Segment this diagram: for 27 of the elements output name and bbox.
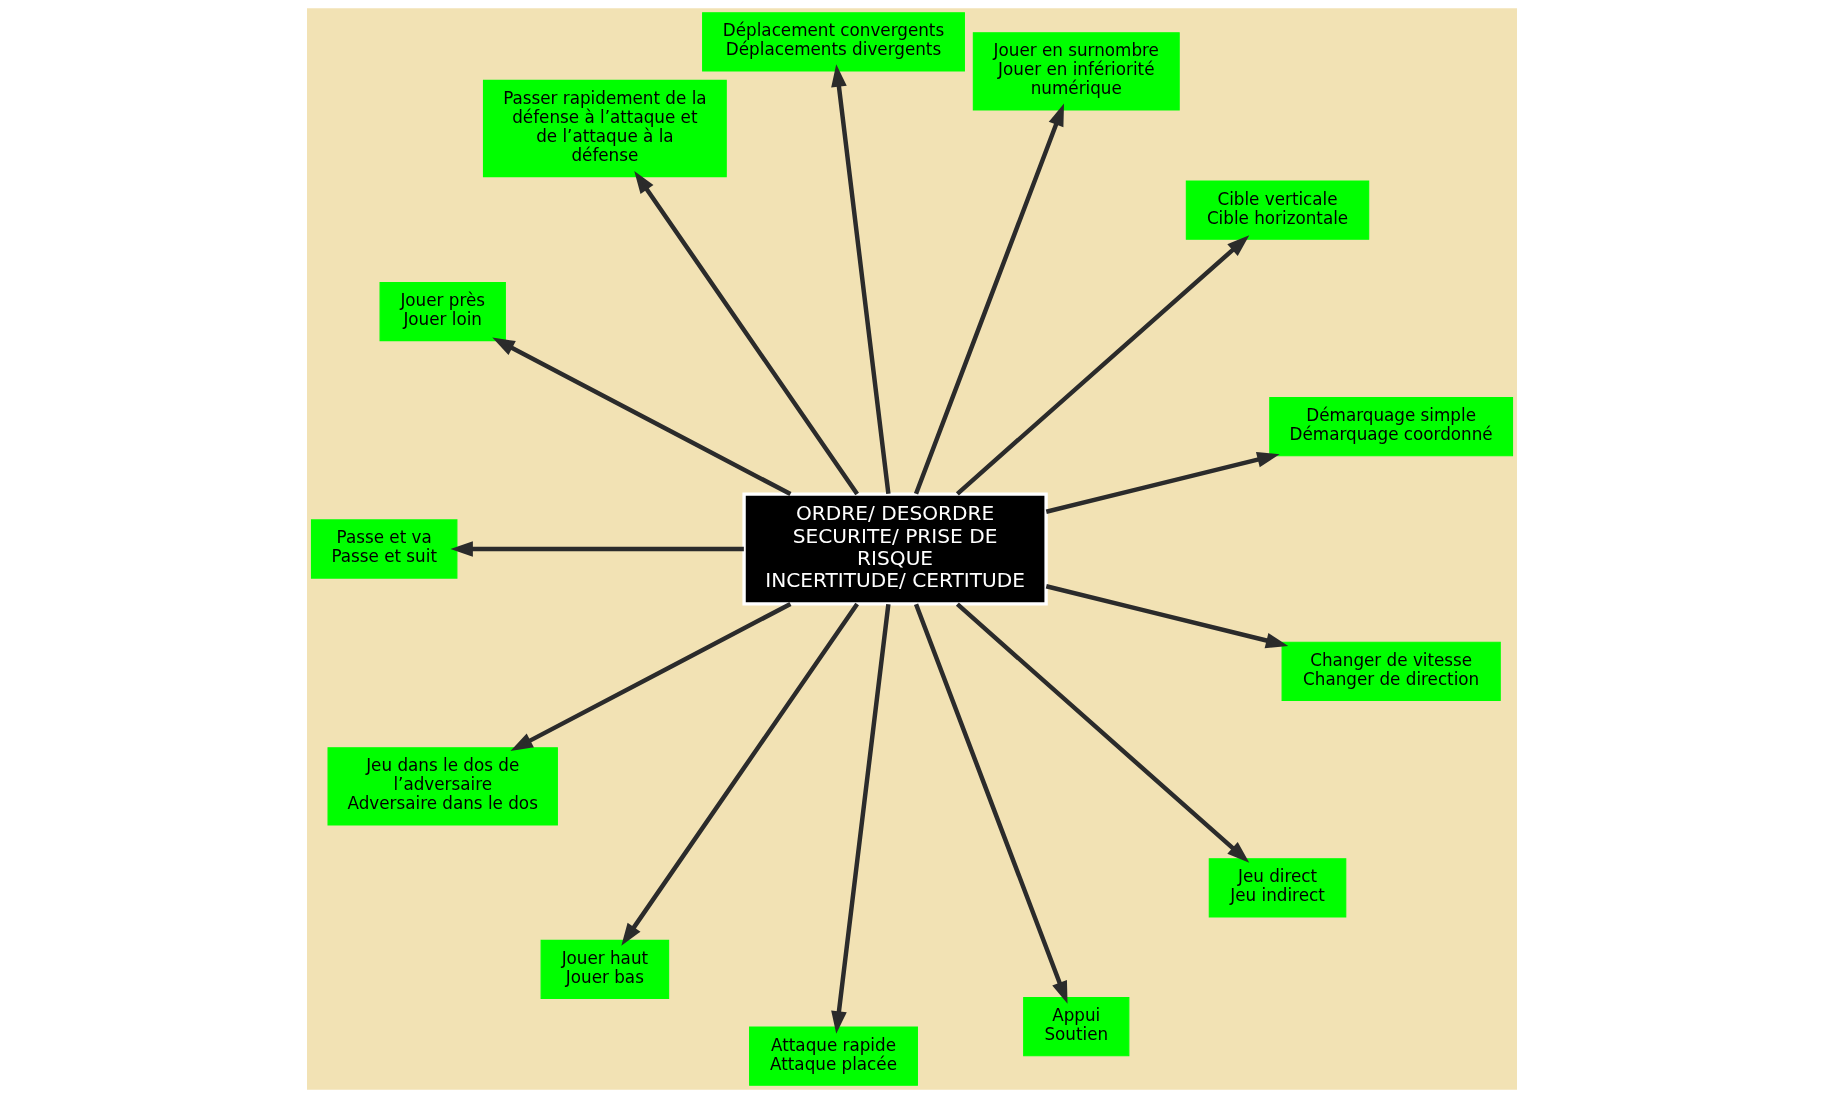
arrow xyxy=(491,337,791,497)
node-box: Changer de vitesse Changer de direction xyxy=(1281,641,1501,701)
arrow xyxy=(955,235,1249,496)
arrow xyxy=(620,602,859,946)
arrow xyxy=(633,171,859,496)
node-box: Jouer haut Jouer bas xyxy=(540,939,669,1000)
arrow xyxy=(830,604,891,1034)
node-box: Passer rapidement de la défense à l’attaque et de l’attaque à la défense xyxy=(482,79,727,178)
node-box: Appui Soutien xyxy=(1022,997,1129,1057)
arrow xyxy=(1045,584,1288,649)
arrow xyxy=(830,64,891,494)
arrow xyxy=(509,601,791,751)
node-box: Jeu dans le dos de l’adversaire Adversaire dans le dos xyxy=(327,747,558,826)
arrow xyxy=(449,541,744,557)
node-box: Démarquage simple Démarquage coordonné xyxy=(1268,397,1513,457)
node-box: Cible verticale Cible horizontale xyxy=(1185,180,1369,240)
node-box: Jouer en surnombre Jouer en infériorité numérique xyxy=(972,32,1180,111)
node-box: Attaque rapide Attaque placée xyxy=(748,1026,918,1086)
arrow xyxy=(955,602,1249,863)
node-box: Passe et va Passe et suit xyxy=(310,519,457,579)
node-box: ORDRE/ DESORDRE SECURITE/ PRISE DE RISQUE INCERTITUDE/ CERTITUDE xyxy=(741,492,1048,606)
arrow xyxy=(913,603,1068,1004)
node-box: Déplacement convergents Déplacements divergents xyxy=(701,12,965,72)
arrow xyxy=(1045,451,1280,514)
node-box: Jeu direct Jeu indirect xyxy=(1208,858,1346,918)
arrow xyxy=(913,103,1064,495)
node-box: Jouer près Jouer loin xyxy=(379,281,506,342)
